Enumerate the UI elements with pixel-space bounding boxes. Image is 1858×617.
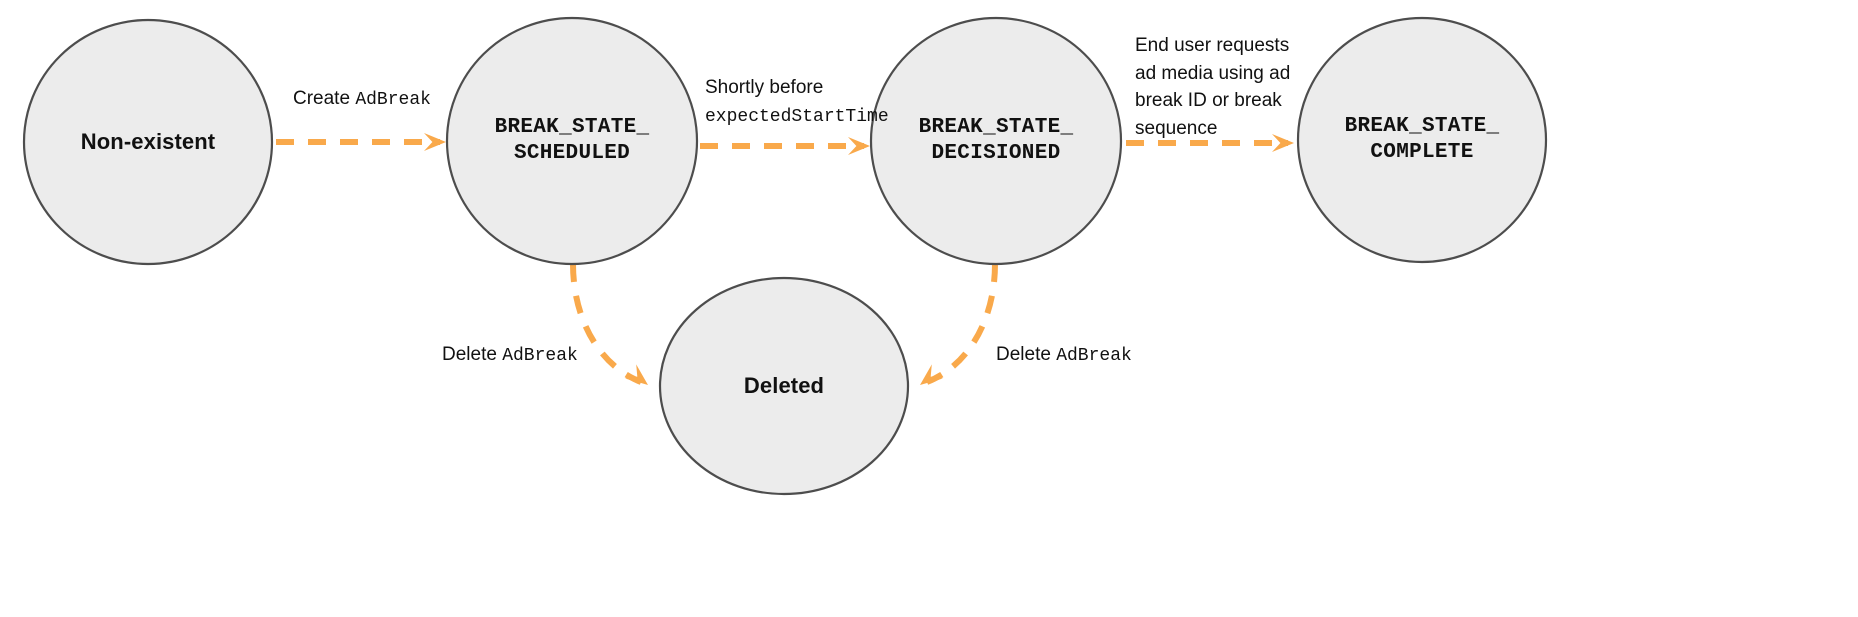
edge-label-line: sequence — [1135, 115, 1290, 143]
edge-line — [570, 263, 643, 385]
edge-label-line: break ID or break — [1135, 87, 1290, 115]
edge-label-line: expectedStartTime — [705, 102, 889, 130]
text-fragment: Delete — [442, 344, 503, 365]
node-shape-break-state-decisioned[interactable] — [869, 16, 1123, 266]
node-shape-non-existent[interactable] — [22, 18, 274, 266]
text-fragment: ad media using ad — [1135, 62, 1291, 84]
edge-label-line: Shortly before — [705, 74, 889, 102]
edge-create-adbreak — [276, 133, 446, 151]
edge-end-user-requests-ad-media — [1126, 134, 1294, 152]
edge-shortly-before-expectedstarttime — [700, 137, 870, 155]
edge-label-line: Delete AdBreak — [996, 341, 1132, 369]
code-fragment: expectedStartTime — [705, 106, 889, 127]
text-fragment: End user requests — [1135, 35, 1290, 56]
text-fragment: Create — [293, 88, 356, 109]
arrow-head-icon — [424, 133, 446, 151]
text-fragment: Delete — [996, 344, 1057, 365]
edge-label-shortly-before-expectedstarttime: Shortly before expectedStartTime — [705, 74, 889, 130]
edge-label-line: ad media using ad — [1135, 60, 1290, 88]
edge-label-line: End user requests — [1135, 32, 1290, 60]
node-shape-break-state-scheduled[interactable] — [445, 16, 699, 266]
edge-label-line: Delete AdBreak — [442, 341, 578, 369]
code-fragment: AdBreak — [1056, 346, 1132, 366]
node-shape-deleted[interactable] — [658, 276, 910, 496]
edges-layer — [276, 133, 1294, 385]
edge-label-line: Create AdBreak — [293, 85, 431, 113]
arrow-head-icon — [848, 137, 870, 155]
text-fragment: Shortly before — [705, 77, 824, 98]
edge-label-create-adbreak: Create AdBreak — [293, 85, 431, 113]
code-fragment: AdBreak — [355, 90, 431, 110]
edge-delete-adbreak-from-scheduled — [570, 263, 648, 385]
edge-line — [925, 263, 998, 385]
text-fragment: sequence — [1135, 117, 1218, 139]
text-fragment: break ID or break — [1135, 90, 1282, 112]
arrow-head-icon — [625, 364, 648, 385]
edge-label-delete-adbreak-from-scheduled: Delete AdBreak — [442, 341, 578, 369]
nodes-layer — [22, 16, 1548, 496]
edge-delete-adbreak-from-decisioned — [920, 263, 998, 385]
arrow-head-icon — [920, 364, 943, 385]
edge-label-delete-adbreak-from-decisioned: Delete AdBreak — [996, 341, 1132, 369]
edge-label-end-user-requests-ad-media: End user requests ad media using ad break … — [1135, 32, 1290, 142]
node-shape-break-state-complete[interactable] — [1296, 16, 1548, 264]
code-fragment: AdBreak — [502, 346, 578, 366]
arrow-head-icon — [1272, 134, 1294, 152]
